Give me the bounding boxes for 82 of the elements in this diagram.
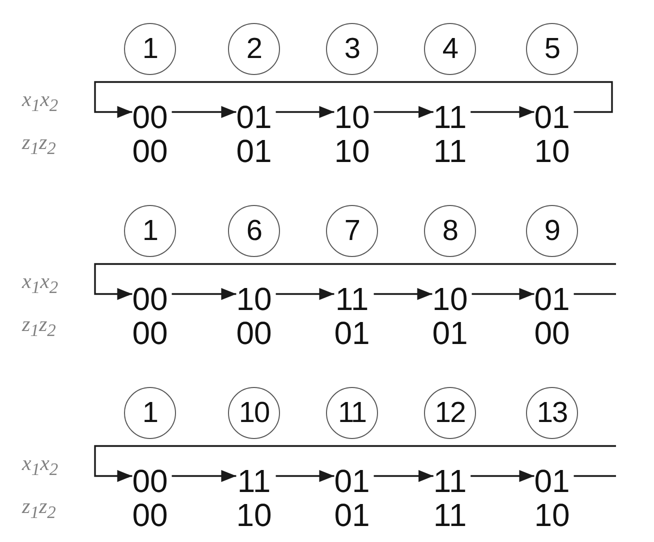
connector-line: [574, 293, 616, 295]
binary-value: 01: [432, 316, 468, 350]
state-number: 1: [142, 216, 158, 246]
arrow: [172, 288, 236, 300]
binary-value: 01: [534, 464, 570, 498]
variable-label: x$_{1}$x$_{2}$: [22, 270, 58, 298]
binary-value: 01: [236, 134, 272, 168]
variable-label: z$_{1}$z$_{2}$: [22, 313, 56, 342]
arrow: [172, 470, 236, 482]
binary-value: 00: [132, 498, 168, 532]
arrow: [374, 106, 434, 118]
state-number: 7: [344, 216, 360, 246]
arrow: [276, 470, 334, 482]
arrow: [470, 470, 534, 482]
return-arrow: [94, 263, 616, 300]
arrow: [472, 288, 534, 300]
binary-value: 10: [432, 282, 468, 316]
state-number: 4: [442, 34, 458, 64]
state-circle: [526, 387, 578, 439]
state-circle: [326, 23, 378, 75]
state-circle: [228, 23, 280, 75]
binary-value: 01: [334, 316, 370, 350]
state-number: 12: [434, 398, 466, 428]
binary-value: 10: [236, 498, 272, 532]
connector-line: [574, 475, 616, 477]
binary-value: 00: [132, 134, 168, 168]
binary-value: 00: [132, 282, 168, 316]
state-circle: [424, 387, 476, 439]
state-number: 9: [544, 216, 560, 246]
arrow: [276, 288, 334, 300]
state-circle: [526, 23, 578, 75]
variable-label: x$_{1}$x$_{2}$: [22, 88, 58, 116]
state-circle: [326, 205, 378, 257]
binary-value: 11: [335, 282, 369, 316]
state-number: 2: [246, 34, 262, 64]
state-number: 1: [142, 34, 158, 64]
state-circle: [424, 23, 476, 75]
variable-label: z$_{1}$z$_{2}$: [22, 495, 56, 524]
binary-value: 10: [334, 134, 370, 168]
binary-value: 11: [433, 134, 467, 168]
arrow: [374, 470, 434, 482]
return-arrow: [94, 445, 616, 482]
binary-value: 00: [132, 464, 168, 498]
arrow: [374, 288, 432, 300]
binary-value: 01: [236, 100, 272, 134]
binary-value: 01: [334, 498, 370, 532]
state-circle: [228, 387, 280, 439]
binary-value: 01: [534, 282, 570, 316]
binary-value: 11: [433, 464, 467, 498]
state-number: 6: [246, 216, 262, 246]
binary-value: 10: [534, 134, 570, 168]
binary-value: 11: [237, 464, 271, 498]
binary-value: 01: [334, 464, 370, 498]
state-number: 11: [338, 398, 366, 428]
state-circle: [424, 205, 476, 257]
state-number: 1: [142, 398, 158, 428]
state-circle: [124, 23, 176, 75]
variable-label: x$_{1}$x$_{2}$: [22, 452, 58, 480]
arrow: [470, 106, 534, 118]
binary-value: 10: [534, 498, 570, 532]
binary-value: 10: [236, 282, 272, 316]
state-circle: [228, 205, 280, 257]
binary-value: 00: [132, 100, 168, 134]
binary-value: 00: [132, 316, 168, 350]
arrow: [172, 106, 236, 118]
state-number: 5: [544, 34, 560, 64]
state-circle: [124, 205, 176, 257]
binary-value: 01: [534, 100, 570, 134]
binary-value: 11: [433, 100, 467, 134]
binary-value: 00: [236, 316, 272, 350]
binary-value: 11: [433, 498, 467, 532]
state-circle: [124, 387, 176, 439]
binary-value: 10: [334, 100, 370, 134]
state-number: 3: [344, 34, 360, 64]
arrow: [276, 106, 334, 118]
state-number: 13: [536, 398, 568, 428]
state-number: 10: [238, 398, 270, 428]
variable-label: z$_{1}$z$_{2}$: [22, 131, 56, 160]
state-circle: [526, 205, 578, 257]
state-circle: [326, 387, 378, 439]
state-number: 8: [442, 216, 458, 246]
binary-value: 00: [534, 316, 570, 350]
